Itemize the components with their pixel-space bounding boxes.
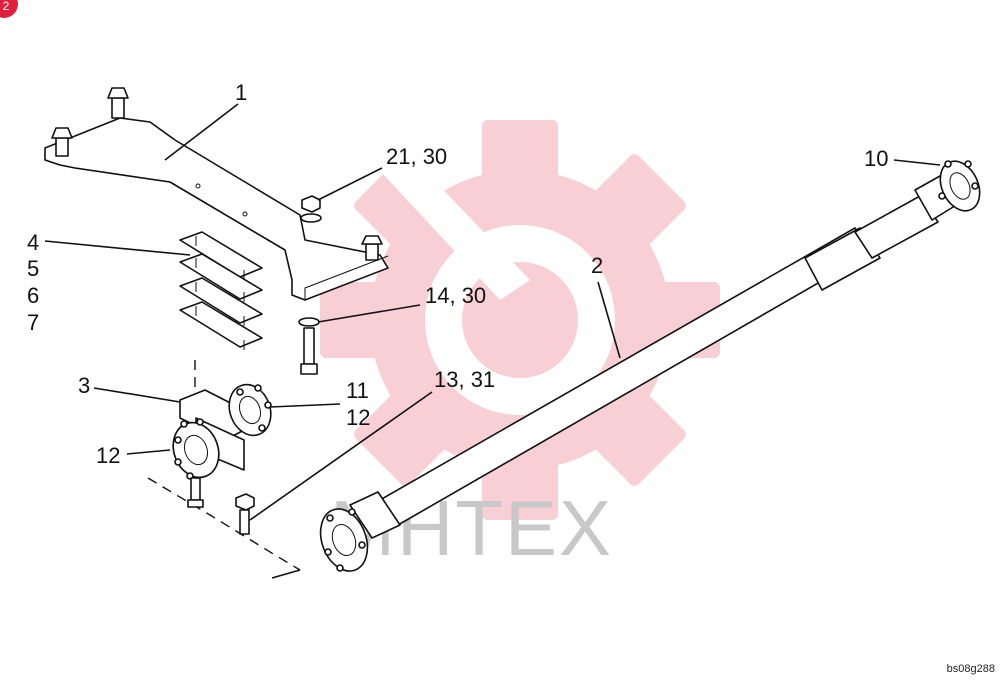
callout-14-30: 14, 30 [425,283,486,308]
leader-lines [44,103,941,521]
callout-5: 5 [27,256,39,281]
callout-7: 7 [27,310,39,335]
callout-13-31: 13, 31 [434,367,495,392]
stud-bolt-icon [51,127,73,157]
nut-and-washer-icon [300,195,322,223]
callout-4: 4 [27,230,39,255]
callout-6: 6 [27,283,39,308]
callout-10: 10 [864,146,888,171]
bolt-icon [298,317,320,375]
callout-1: 1 [235,80,247,105]
callout-12-left: 12 [96,443,120,468]
assembly-centerline [147,477,301,571]
callout-2: 2 [591,253,603,278]
stud-bolt-icon [107,87,129,119]
bolt-icon [187,477,204,508]
callout-21-30: 21, 30 [386,144,447,169]
callout-12: 12 [346,405,370,430]
watermark-gear-icon [320,120,720,520]
callout-3: 3 [78,373,90,398]
part-1-support-bracket [44,87,389,301]
part-3-center-bearing [172,383,272,480]
corner-badge: 2 [0,0,18,18]
corner-badge-number: 2 [3,0,10,13]
stud-bolt-icon [361,235,383,261]
part-2-propeller-shaft [319,160,981,572]
diagram-reference-code: bs08g288 [947,663,995,675]
callout-11: 11 [346,378,369,403]
shim-stack [179,231,263,350]
bolt-icon [235,493,255,535]
